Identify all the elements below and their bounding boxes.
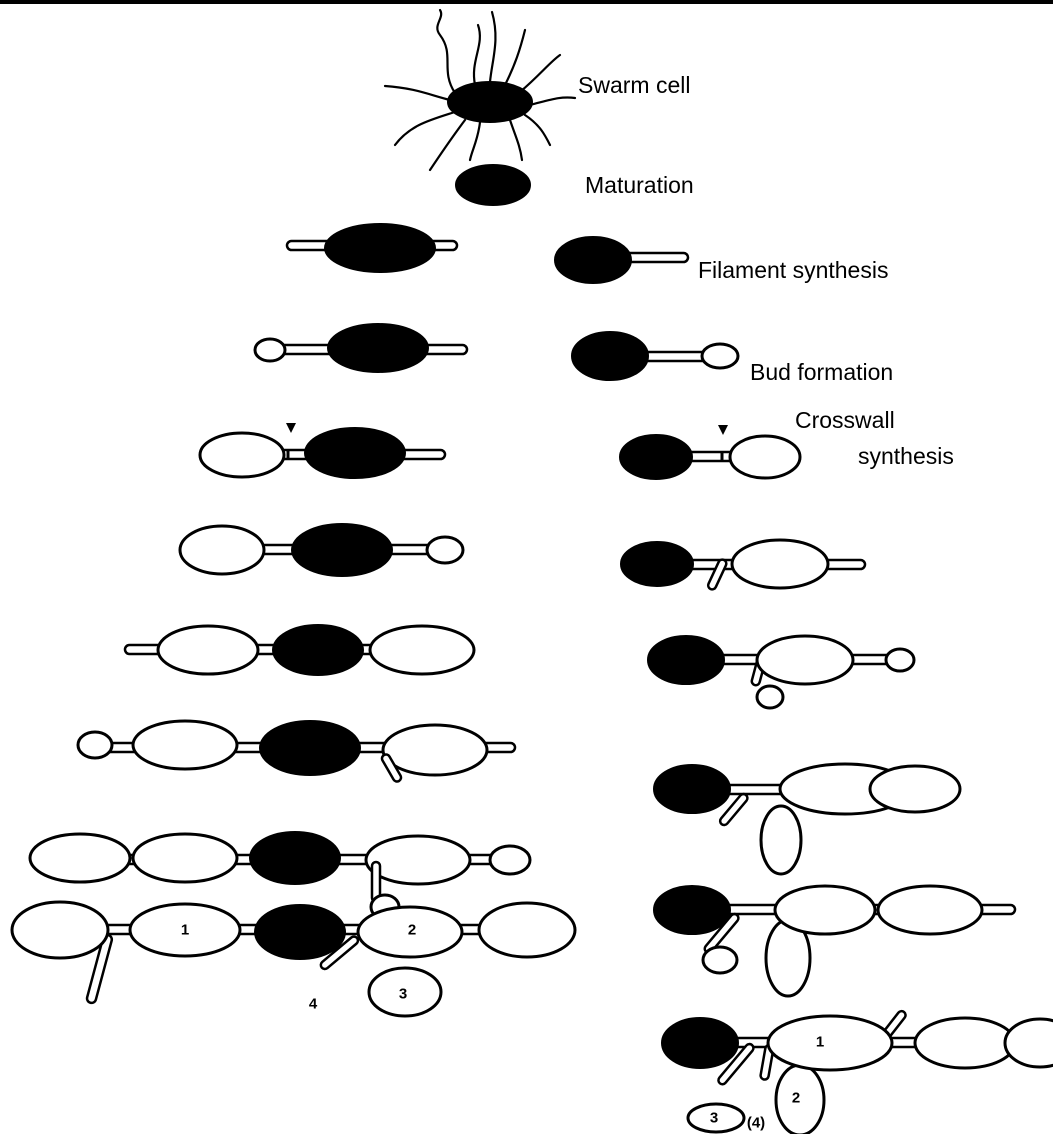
left-segment-3: 3	[399, 986, 407, 1003]
filament-synthesis-label: Filament synthesis	[698, 257, 888, 283]
left-segment-2: 2	[408, 922, 416, 939]
stage-bud-left	[255, 324, 467, 372]
right-segment-4: (4)	[747, 1115, 765, 1132]
left-segment-4: 4	[309, 996, 318, 1013]
stage-row7-left	[125, 625, 474, 675]
stage-crosswall-right: Crosswall synthesis	[620, 407, 954, 479]
maturation-label: Maturation	[585, 172, 694, 198]
right-segment-2: 2	[792, 1090, 800, 1107]
stage-row11-left: 1 2 3 4	[12, 902, 575, 1016]
stage-row9-left	[30, 832, 530, 919]
matured-cell: Maturation	[456, 165, 694, 205]
stage-row6-right	[621, 540, 865, 591]
right-segment-3: 3	[710, 1110, 718, 1127]
crosswall-label-line2: synthesis	[858, 443, 954, 469]
stage-row6-left	[180, 524, 463, 576]
left-segment-1: 1	[181, 922, 189, 939]
swarm-cell: Swarm cell	[385, 10, 690, 170]
stage-row10-right	[654, 886, 1015, 996]
swarm-cell-label: Swarm cell	[578, 72, 690, 98]
crosswall-label-line1: Crosswall	[795, 407, 895, 433]
crosswall-arrow-icon	[286, 423, 296, 433]
stage-row7-right	[648, 636, 914, 708]
crosswall-arrow-icon	[718, 425, 728, 435]
stage-crosswall-left	[200, 423, 445, 478]
stage-bud-right: Bud formation	[572, 332, 893, 385]
stage-row9-right	[654, 764, 960, 874]
stage-row8-left	[78, 721, 515, 783]
stage-row11-right: 1 2 3 (4)	[662, 1010, 1053, 1134]
right-segment-1: 1	[816, 1034, 824, 1051]
bud-formation-label: Bud formation	[750, 359, 893, 385]
stage-filament-right: Filament synthesis	[555, 237, 888, 283]
stage-filament-left	[287, 224, 457, 272]
